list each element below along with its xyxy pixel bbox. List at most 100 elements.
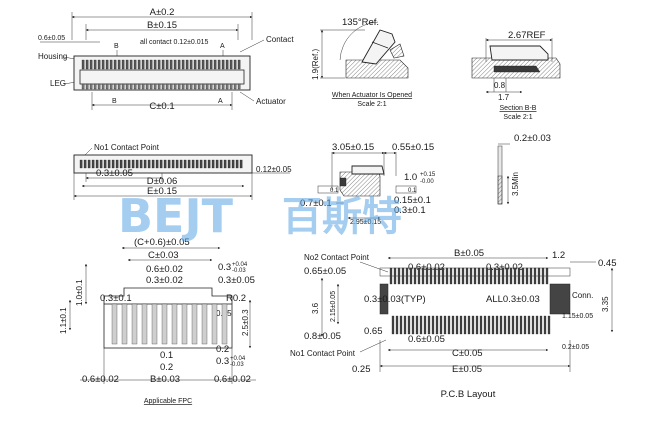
opened-side-view: 135°Ref. 1.9(Ref.) When Actuator Is Open…: [311, 17, 412, 108]
contact-pin: [101, 59, 105, 70]
contact-pin: [157, 83, 161, 90]
pcb-065b: 0.65: [364, 326, 383, 337]
contact-pin: [207, 159, 211, 169]
dim-10-tol-dn: -0.00: [420, 179, 434, 185]
dim-07: 0.7±0.1: [300, 198, 332, 209]
fpc-03tol-dn: -0.03: [232, 268, 246, 274]
pcb-pad: [461, 267, 465, 285]
contact-pin: [117, 59, 121, 70]
contact-pin: [119, 159, 123, 169]
pcb-pad: [493, 267, 497, 285]
contact-pin: [109, 59, 113, 70]
contact-pin: [181, 59, 185, 70]
contact-pin: [201, 59, 205, 70]
label-no1-contact: No1 Contact Point: [94, 143, 160, 152]
pcb-025: 0.25: [352, 364, 371, 375]
contact-pin: [85, 59, 89, 70]
pcb-pad: [459, 315, 463, 335]
pcb-pad: [517, 267, 521, 285]
contact-pin: [115, 159, 119, 169]
top-view: A±0.2 B±0.15 0.6±0.05 all contact 0.12±0…: [38, 7, 294, 112]
contact-pin: [105, 59, 109, 70]
watermark-latin: BEJT: [118, 189, 234, 243]
fpc-r02: R0.2: [226, 293, 246, 304]
contact-pin: [179, 159, 183, 169]
fpc-c06: (C+0.6)±0.05: [134, 237, 190, 248]
pcb-pad: [399, 315, 403, 335]
fpc-0305: 0.3±0.05: [218, 275, 255, 286]
contact-pin: [165, 83, 169, 90]
pcb-pad: [535, 315, 539, 335]
watermark-chinese: 百斯特: [282, 194, 402, 240]
flatness-left: 0.1: [330, 188, 339, 194]
pcb-no2: No2 Contact Point: [304, 253, 370, 262]
contact-pin: [205, 83, 209, 90]
contact-pin: [173, 59, 177, 70]
dim-055: 0.55±0.15: [392, 142, 434, 153]
pcb-pad: [485, 267, 489, 285]
pcb-pad: [457, 267, 461, 285]
contact-pin: [159, 159, 163, 169]
opened-caption: When Actuator Is Opened: [332, 92, 412, 99]
fpc-062c: 0.6±0.02: [214, 374, 251, 385]
fpc-03tol: 0.3: [218, 262, 231, 273]
pcb-pad: [447, 315, 451, 335]
contact-pin: [217, 59, 221, 70]
label-housing: Housing: [38, 52, 67, 61]
fpc-finger: [161, 303, 168, 345]
fpc-finger: [211, 303, 218, 345]
pcb-pad: [543, 315, 547, 335]
contact-pin: [223, 159, 227, 169]
pcb-no1: No1 Contact Point: [290, 349, 356, 358]
contact-pin: [203, 159, 207, 169]
contact-pin: [129, 83, 133, 90]
pcb-pad: [497, 267, 501, 285]
contact-pin: [221, 59, 225, 70]
flatness-right: 0.1: [408, 188, 417, 194]
contact-pin: [123, 159, 127, 169]
contact-pin: [93, 83, 97, 90]
dim-angle: 135°Ref.: [342, 17, 379, 28]
contact-pin: [231, 159, 235, 169]
contact-pin: [191, 159, 195, 169]
fpc-c: C±0.03: [148, 250, 179, 261]
pcb-065: 0.65±0.05: [304, 266, 346, 277]
fpc-25: 2.5±0.3: [241, 309, 250, 336]
pcb-pad: [453, 267, 457, 285]
pcb-pad: [501, 267, 505, 285]
pcb-pad: [449, 267, 453, 285]
contact-pin: [87, 159, 91, 169]
dim-015: 0.15±0.1: [394, 195, 431, 206]
contact-pin: [215, 159, 219, 169]
contact-pin: [117, 83, 121, 90]
pcb-pad: [411, 315, 415, 335]
pcb-pad: [439, 315, 443, 335]
contact-pin: [197, 59, 201, 70]
contact-pin: [131, 159, 135, 169]
watermark: BEJT 百斯特: [118, 189, 402, 243]
contact-pin: [133, 59, 137, 70]
contact-pin: [199, 159, 203, 169]
pcb-045: 0.45: [598, 258, 617, 269]
contact-pin: [221, 83, 225, 90]
dim-295: 2.95±0.15: [350, 219, 381, 226]
marker-b-top: B: [114, 43, 119, 50]
contact-pin: [147, 159, 151, 169]
pcb-pad: [477, 267, 481, 285]
fpc-01: 0.1: [160, 350, 173, 361]
pcb-pad: [471, 315, 475, 335]
contact-pin: [155, 159, 159, 169]
contact-pin: [217, 83, 221, 90]
dim-pitch-top: 0.6±0.05: [38, 35, 65, 42]
pcb-pad: [445, 267, 449, 285]
contact-pin: [201, 83, 205, 90]
pcb-e: E±0.05: [452, 364, 482, 375]
fpc-caption: Applicable FPC: [144, 398, 192, 405]
contact-pin: [81, 59, 85, 70]
fpc-02b: 0.2: [216, 344, 229, 355]
marker-a-top: A: [220, 43, 225, 50]
contact-pin: [229, 59, 233, 70]
contact-pin: [205, 59, 209, 70]
contact-pin: [167, 159, 171, 169]
contact-pin: [137, 83, 141, 90]
